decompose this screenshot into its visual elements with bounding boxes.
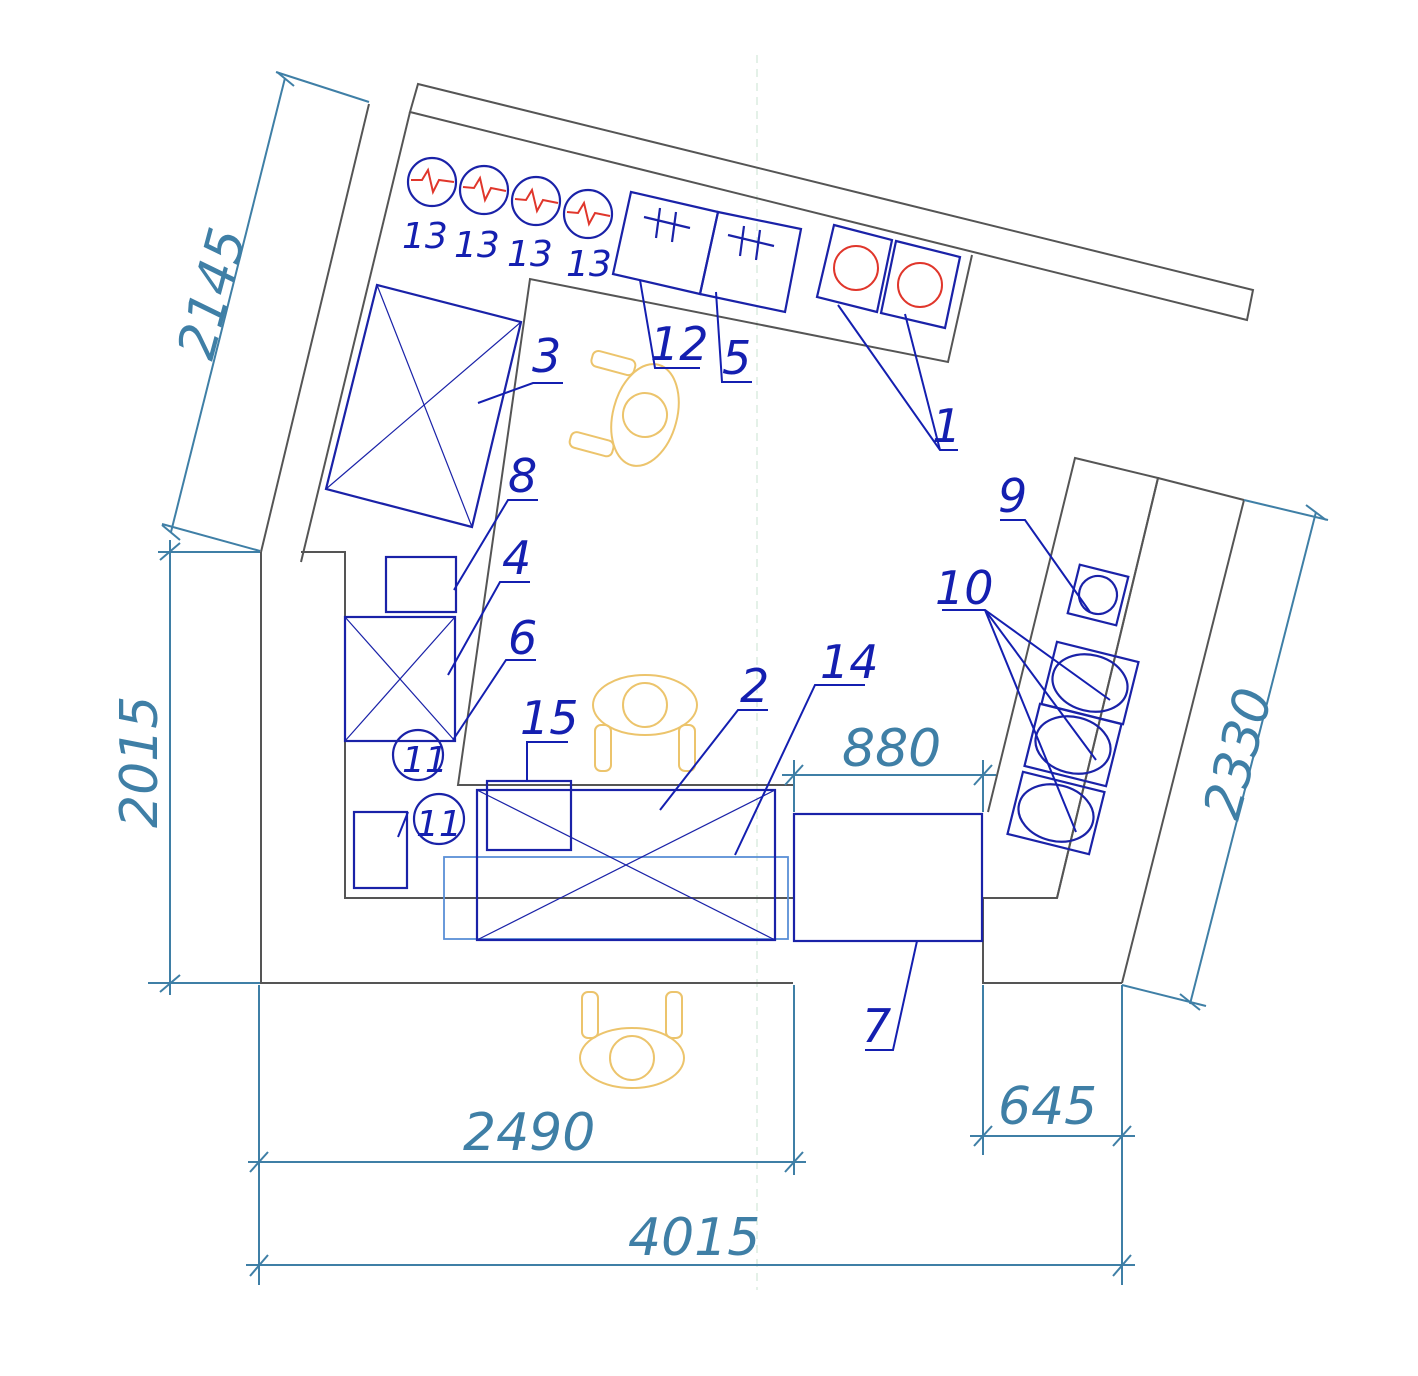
outer-wall-upper-left (260, 103, 370, 553)
label-13d: 13 (566, 244, 612, 285)
label-11b: 11 (416, 804, 462, 845)
label-7: 7 (862, 999, 891, 1053)
inner-counter-upper-left (300, 111, 411, 563)
person-top (568, 349, 680, 467)
equipment-11a-circle (391, 728, 445, 782)
dim-gap: 880 (842, 719, 941, 779)
label-3: 3 (532, 329, 561, 383)
dim-left-upper: 2145 (167, 222, 259, 365)
equipment-3-counter (324, 283, 523, 529)
label-6: 6 (508, 611, 537, 665)
person-bottom (579, 991, 685, 1089)
right-wall-outer (1121, 499, 1245, 984)
equipment-7-box (792, 812, 984, 943)
label-14: 14 (820, 635, 879, 689)
dim-bottom-total: 4015 (628, 1208, 760, 1268)
label-11a: 11 (402, 740, 448, 781)
label-9: 9 (998, 469, 1027, 523)
equipment-1-burners (815, 223, 962, 330)
label-1: 1 (932, 399, 961, 453)
top-wall-strip (408, 82, 1255, 322)
label-5: 5 (722, 331, 751, 385)
equipment-13-units (406, 156, 614, 240)
equipment-4-box (343, 615, 457, 743)
label-13a: 13 (402, 216, 448, 257)
label-8: 8 (508, 449, 537, 503)
label-10: 10 (935, 561, 994, 615)
equipment-2-14-15-table (443, 779, 789, 942)
equipment-12-5-hobs (611, 190, 803, 314)
right-counter-outer (1157, 477, 1245, 501)
outer-wall-left-bottom (260, 552, 793, 984)
leader-lines (397, 279, 1111, 1051)
dim-bottom-right: 645 (998, 1077, 1097, 1137)
right-wall-inner (1056, 477, 1159, 899)
right-counter (983, 456, 1160, 899)
label-13c: 13 (507, 234, 553, 275)
label-2: 2 (740, 659, 769, 713)
dim-left-lower: 2015 (110, 696, 170, 828)
person-middle (592, 674, 698, 772)
dim-right: 2330 (1193, 682, 1285, 825)
label-13b: 13 (454, 225, 500, 266)
dimension-lines (148, 71, 1329, 1285)
equipment-6-box (352, 810, 409, 890)
label-12: 12 (650, 317, 709, 371)
dim-bottom-left: 2490 (463, 1103, 595, 1163)
label-15: 15 (520, 691, 579, 745)
label-4: 4 (502, 531, 531, 585)
equipment-11b-circle (412, 792, 466, 846)
outer-wall-right-bottom (982, 898, 1122, 984)
equipment-8-box (384, 555, 458, 614)
counter-top-edge (456, 254, 973, 786)
